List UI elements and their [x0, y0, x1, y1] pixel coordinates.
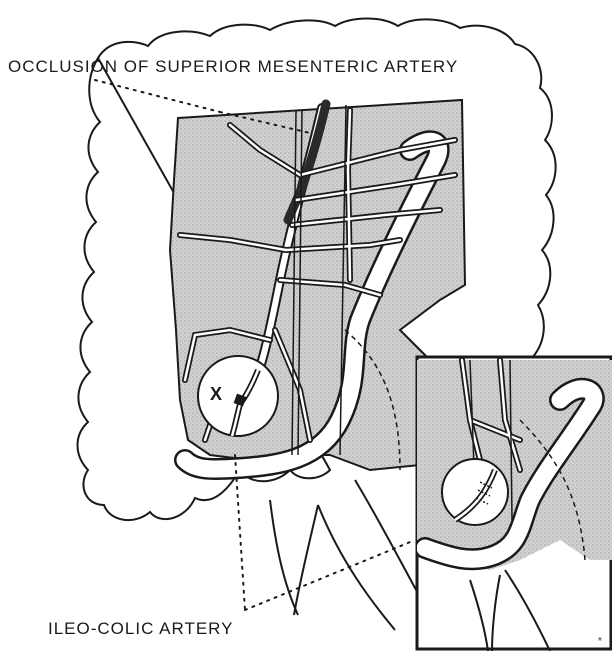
lower-vessels [270, 480, 430, 630]
label-ileo-colic: ILEO-COLIC ARTERY [48, 619, 233, 638]
corner-mark: * [598, 636, 602, 647]
label-occlusion: OCCLUSION OF SUPERIOR MESENTERIC ARTERY [8, 57, 458, 76]
inset-panel: * [417, 357, 612, 651]
inset-highlight-circle [442, 459, 508, 525]
marker-x: X [210, 384, 222, 404]
